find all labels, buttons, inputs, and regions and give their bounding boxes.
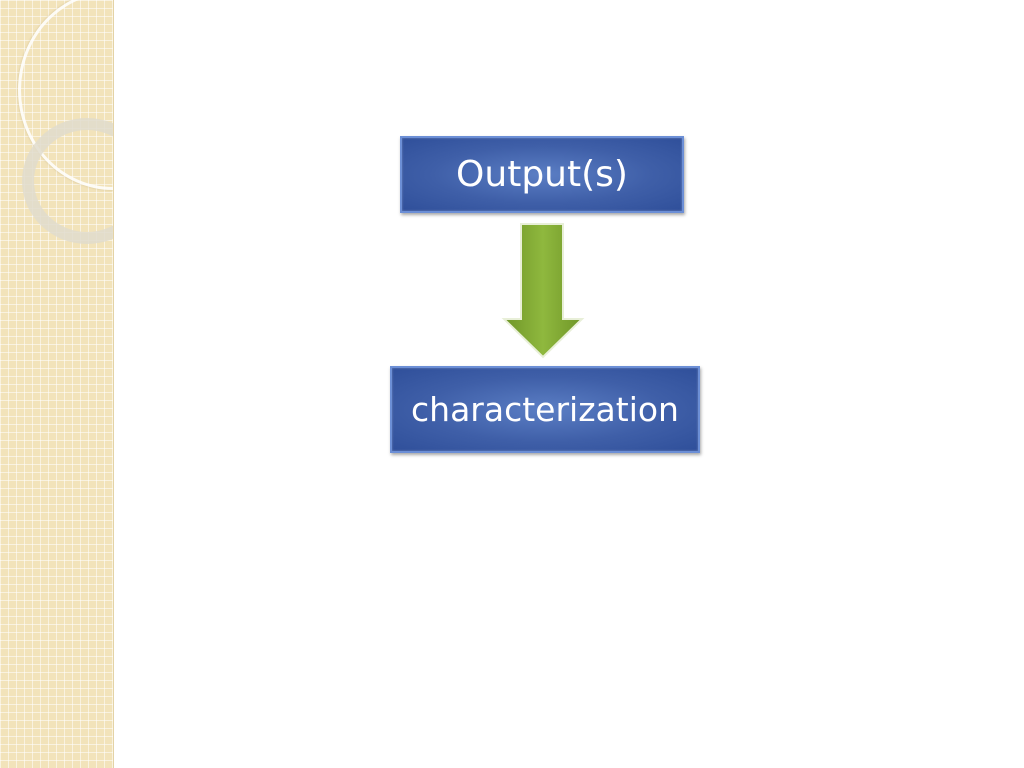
characterization-node: characterization <box>390 366 700 453</box>
output-node: Output(s) <box>400 136 684 213</box>
characterization-node-label: characterization <box>411 390 679 429</box>
down-arrow-icon <box>501 223 585 359</box>
decorative-sidebar <box>0 0 114 768</box>
output-node-label: Output(s) <box>456 154 628 195</box>
